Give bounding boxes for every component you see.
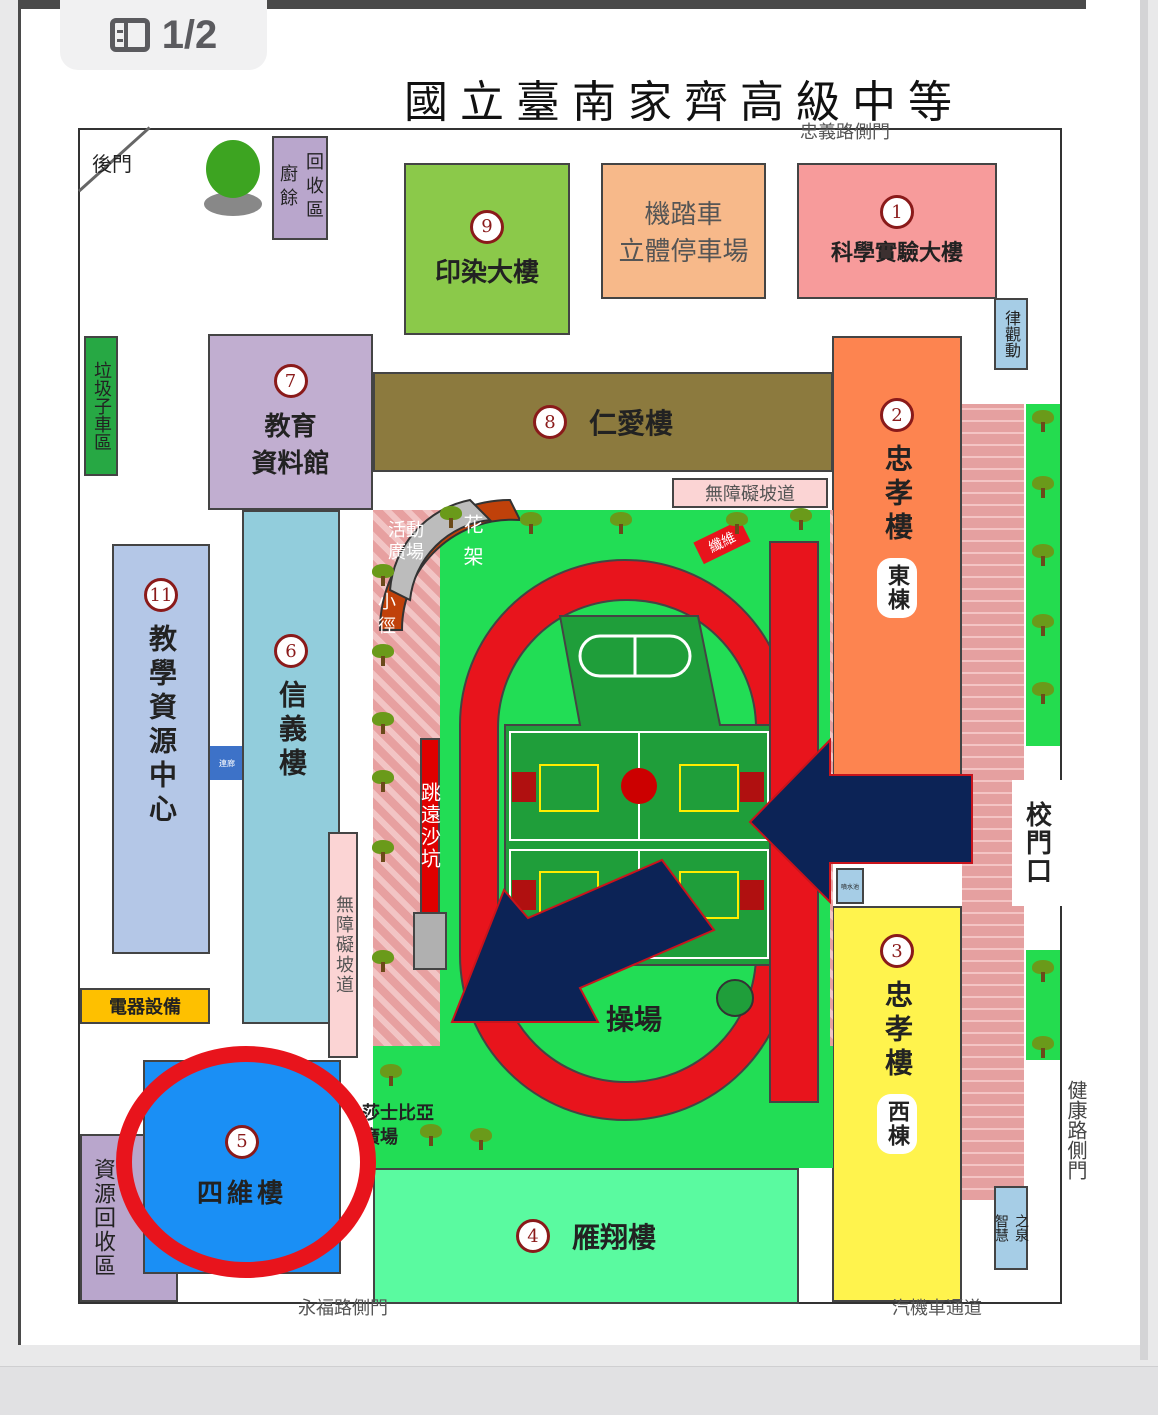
highlight-circle [116, 1046, 376, 1278]
tree-icon [372, 712, 394, 734]
accessible-ramp-horizontal: 無障礙坡道 [672, 478, 828, 508]
map-title: 國立臺南家齊高級中等 [404, 77, 964, 128]
activity-plaza-label: 活動廣場 [388, 520, 424, 563]
tree-icon [372, 564, 394, 586]
rear-gate-label: 後門 [92, 152, 132, 176]
main-gate[interactable]: 校門口 [1012, 780, 1062, 906]
tree-icon [726, 512, 748, 534]
page-top-edge [18, 0, 1086, 9]
tree-icon [470, 1128, 492, 1150]
tree-icon [440, 506, 462, 528]
jiankang-side-gate-label: 健康路側門 [1064, 1080, 1088, 1180]
viewer-bottom-bar [0, 1366, 1158, 1415]
arrow-left-icon [748, 737, 973, 905]
tree-icon [610, 512, 632, 534]
large-tree-icon [200, 140, 266, 220]
building-2-zhongxiao-east[interactable]: 2 忠孝樓 東棟 [832, 336, 962, 776]
building-9-dyeing[interactable]: 9 印染大樓 [404, 163, 570, 335]
flower-rack-label: 花架 [460, 514, 484, 578]
tree-icon [1032, 476, 1054, 498]
path-label: 小徑 [375, 592, 396, 640]
fountain: 噴水池 [836, 868, 864, 904]
tree-icon [372, 644, 394, 666]
wisdom-spring: 智慧 之泉 [993, 1186, 1029, 1270]
building-1-science[interactable]: 1 科學實驗大樓 [797, 163, 997, 299]
building-8-renai[interactable]: 8 仁愛樓 [373, 372, 833, 472]
arrow-down-left-icon [450, 858, 716, 1023]
page-indicator[interactable]: 1/2 [60, 0, 267, 70]
tree-icon [372, 770, 394, 792]
walkway-connector: 連廊 [210, 746, 244, 780]
tree-icon [372, 840, 394, 862]
tree-icon [380, 1064, 402, 1086]
yongfu-side-gate-label: 永福路側門 [298, 1298, 388, 1319]
vehicle-passage-label: 汽機車通道 [892, 1298, 982, 1319]
building-4-yanxiang[interactable]: 4 雁翔樓 [373, 1168, 799, 1304]
tree-icon [1032, 544, 1054, 566]
accessible-ramp-vertical: 無障礙坡道 [328, 832, 358, 1058]
recycle-kitchen-area: 廚餘 回收區 [272, 136, 328, 240]
page-left-edge [18, 0, 21, 1345]
tree-icon [520, 512, 542, 534]
long-jump-pit: 跳遠沙坑 [418, 738, 442, 914]
tree-icon [372, 950, 394, 972]
tree-icon [420, 1124, 442, 1146]
sidebar-toggle-icon [109, 18, 150, 52]
zhongyi-side-gate-label: 忠義路側門 [800, 122, 890, 143]
tree-icon [1032, 410, 1054, 432]
tree-icon [1032, 682, 1054, 704]
scrollbar-track[interactable] [1140, 0, 1148, 1360]
sand-pit [413, 912, 447, 970]
tree-icon [790, 508, 812, 530]
building-7-library[interactable]: 7 教育 資料館 [208, 334, 373, 510]
building-3-zhongxiao-west[interactable]: 3 忠孝樓 西棟 [832, 906, 962, 1302]
sports-field-label: 操場 [606, 1003, 663, 1036]
tree-icon [1032, 960, 1054, 982]
tree-icon [1032, 614, 1054, 636]
page-indicator-label: 1/2 [161, 12, 218, 57]
building-6-xinyi[interactable]: 6 信義樓 [242, 510, 340, 1024]
garbage-truck-area: 垃圾子車區 [84, 336, 118, 476]
direction-arrows-svg [450, 737, 973, 1023]
art-kiosk: 律觀動 [994, 298, 1028, 370]
motorcycle-parking[interactable]: 機踏車 立體停車場 [601, 163, 766, 299]
electrical-equipment: 電器設備 [80, 988, 210, 1024]
tree-icon [1032, 1036, 1054, 1058]
building-11-resource-center[interactable]: 11 教學資源中心 [112, 544, 210, 954]
